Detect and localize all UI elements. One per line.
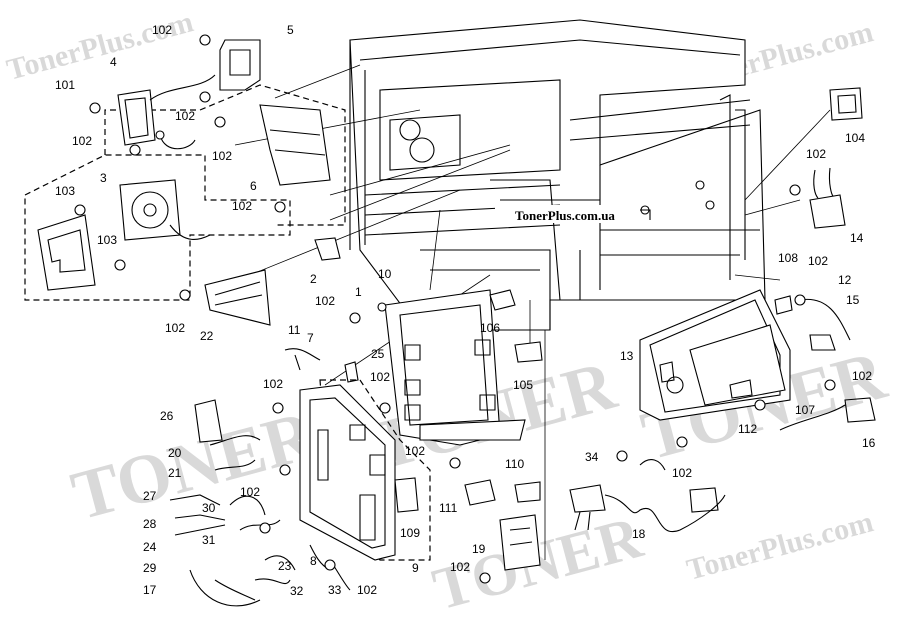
center-board-assembly (344, 289, 543, 446)
callout-label: 28 (143, 517, 157, 531)
callout-label: 19 (472, 542, 486, 556)
callout-label: 111 (439, 501, 458, 515)
callout-label: 13 (620, 349, 634, 363)
callout-label: 105 (513, 378, 533, 392)
psu-board-assembly (639, 289, 793, 421)
controller-board (194, 379, 431, 561)
callout-label: 10 (378, 267, 392, 281)
callout-label: 101 (55, 78, 75, 92)
callout-label: 102 (806, 147, 826, 161)
callout-label: 27 (143, 489, 157, 503)
machine-frame (349, 19, 766, 331)
callout-label: 8 (310, 554, 317, 568)
callout-label: 102 (405, 444, 425, 458)
callout-label: 4 (110, 55, 117, 69)
callout-label: 9 (412, 561, 419, 575)
callout-label: 11 (288, 323, 301, 337)
callout-label: 103 (55, 184, 75, 198)
callout-label: 1 (355, 285, 362, 299)
callout-label: 24 (143, 540, 157, 554)
callout-label: 25 (371, 347, 385, 361)
callout-label: 102 (72, 134, 92, 148)
callout-label: 106 (480, 321, 500, 335)
callout-label: 109 (400, 526, 420, 540)
power-cords (569, 294, 876, 533)
watermark-text: TonerPlus.com (683, 505, 876, 586)
callout-label: 12 (838, 273, 852, 287)
callout-label: 102 (240, 485, 260, 499)
callout-label: 32 (290, 584, 304, 598)
callout-label: 20 (168, 446, 182, 460)
callout-label: 17 (143, 583, 157, 597)
callout-label: 102 (808, 254, 828, 268)
callout-label: 108 (778, 251, 798, 265)
bracket-parts (204, 237, 341, 326)
callout-label: 102 (852, 369, 872, 383)
callout-label: 34 (585, 450, 599, 464)
callout-label: 102 (672, 466, 692, 480)
callout-label: 104 (845, 131, 865, 145)
callout-label: 30 (202, 501, 216, 515)
callout-label: 5 (287, 23, 294, 37)
callout-label: 6 (250, 179, 257, 193)
callout-label: 18 (632, 527, 646, 541)
callout-label: 102 (232, 199, 252, 213)
callout-label: 102 (212, 149, 232, 163)
callout-label: 102 (315, 294, 335, 308)
callout-label: 112 (738, 422, 757, 436)
watermark-text: TonerPlus.com (3, 5, 196, 86)
callout-label: 102 (152, 23, 172, 37)
callout-label: 102 (175, 109, 195, 123)
callout-label: 2 (310, 272, 317, 286)
callout-label: 3 (100, 171, 107, 185)
caption-text: TonerPlus.com.ua (515, 208, 615, 223)
callout-label: 102 (450, 560, 470, 574)
callout-label: 107 (795, 403, 815, 417)
callout-label: 29 (143, 561, 157, 575)
callout-label: 102 (370, 370, 390, 384)
fan-bracket-assembly (24, 39, 346, 301)
switch-and-transformer (789, 87, 863, 229)
callout-label: 102 (263, 377, 283, 391)
callout-label: 33 (328, 583, 342, 597)
callout-label: 110 (505, 457, 524, 471)
callout-label: 22 (200, 329, 214, 343)
callout-label: 102 (357, 583, 377, 597)
screw-group (74, 34, 286, 301)
callout-labels: 102 5 4 101 102 102 102 102 6 3 103 103 … (55, 23, 876, 598)
bracket-parts-lower (464, 479, 541, 571)
callout-label: 7 (307, 331, 314, 345)
callout-label: 16 (862, 436, 876, 450)
callout-label: 26 (160, 409, 174, 423)
callout-label: 21 (168, 466, 182, 480)
callout-label: 103 (97, 233, 117, 247)
callout-label: 102 (165, 321, 185, 335)
callout-label: 14 (850, 231, 864, 245)
screw-group-lower (259, 302, 491, 584)
callout-label: 31 (202, 533, 216, 547)
callout-label: 23 (278, 559, 292, 573)
callout-label: 15 (846, 293, 860, 307)
